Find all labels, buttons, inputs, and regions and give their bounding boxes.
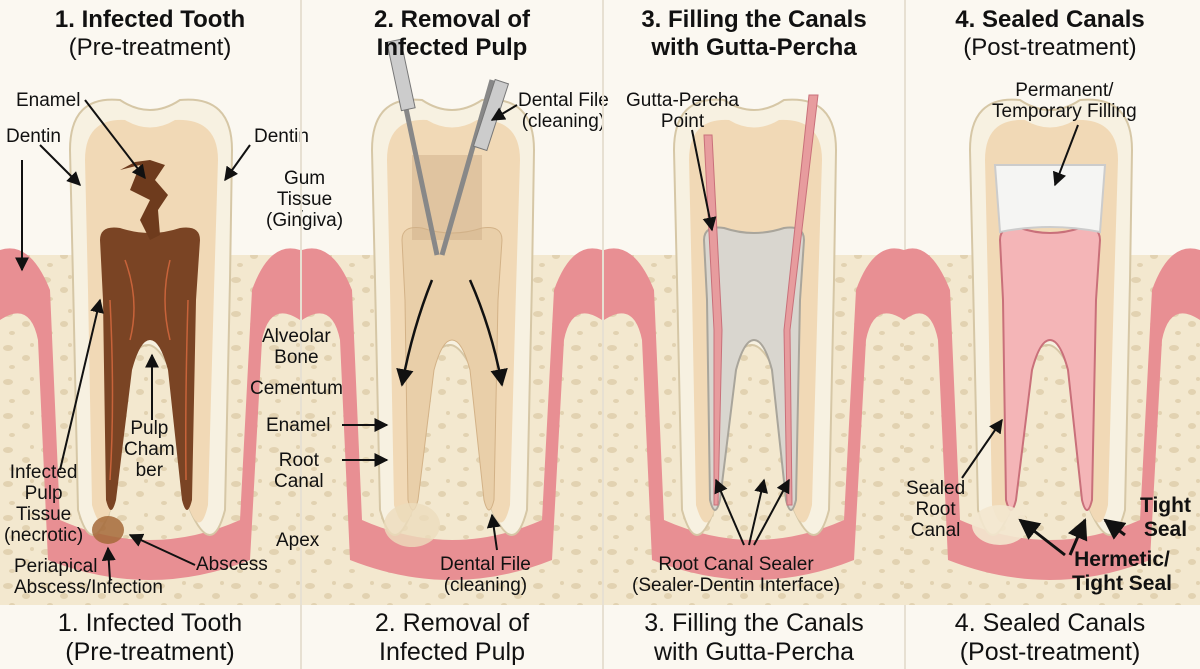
periapical-line-1: Periapical xyxy=(14,556,98,577)
label-root-canal-sealer: Root Canal Sealer (Sealer-Dentin Interfa… xyxy=(632,554,840,596)
label-gum-tissue: Gum Tissue (Gingiva) xyxy=(266,168,343,231)
dental-file-top-line-1: Dental File xyxy=(518,90,609,111)
panel-title: 4. Sealed Canals (Post-treatment) xyxy=(900,6,1200,62)
caption-line-1: 4. Sealed Canals xyxy=(954,609,1146,637)
panel-removal-of-pulp: 2. Removal of Infected Pulp Gum Tissue (… xyxy=(250,0,609,669)
panel-divider xyxy=(300,0,302,669)
gum-line-1: Gum xyxy=(283,168,326,189)
sealed-line-3: Canal xyxy=(910,520,961,541)
infected-pulp-line-2: Pulp xyxy=(24,483,63,504)
filling-line-1: Permanent/ xyxy=(1015,80,1114,101)
infected-pulp-line-3: Tissue xyxy=(15,504,72,525)
tight-seal-line-2: Seal xyxy=(1143,518,1188,541)
sealed-illustration xyxy=(904,98,1200,605)
title-line-2: with Gutta-Percha xyxy=(651,34,857,61)
title-line-1: 4. Sealed Canals xyxy=(955,6,1145,33)
label-root-canal: Root Canal xyxy=(274,450,324,492)
sealed-line-2: Root xyxy=(915,499,956,520)
panel-title: 3. Filling the Canals with Gutta-Percha xyxy=(604,6,904,62)
panel-divider xyxy=(602,0,604,669)
panel-filling-canals: 3. Filling the Canals with Gutta-Percha … xyxy=(604,0,904,669)
label-hermetic-seal: Hermetic/ Tight Seal xyxy=(1072,548,1172,596)
removal-illustration xyxy=(302,38,602,605)
label-infected-pulp-tissue: Infected Pulp Tissue (necrotic) xyxy=(4,462,83,546)
alveolar-line-2: Bone xyxy=(274,347,319,368)
panel-caption: 2. Removal of Infected Pulp xyxy=(302,609,602,667)
label-pulp-chamber: Pulp Cham ber xyxy=(124,418,175,481)
caption-line-1: 2. Removal of xyxy=(374,609,530,637)
gum-line-3: (Gingiva) xyxy=(266,210,344,231)
label-periapical-abscess: Periapical Abscess/Infection xyxy=(14,556,163,598)
panel-sealed-canals: 4. Sealed Canals (Post-treatment) Perman… xyxy=(900,0,1200,669)
infected-tooth-illustration xyxy=(0,98,300,605)
hermetic-line-1: Hermetic/ xyxy=(1074,548,1170,571)
label-enamel: Enamel xyxy=(266,415,331,436)
tight-seal-line-1: Tight xyxy=(1140,494,1191,517)
label-permanent-filling: Permanent/ Temporary Filling xyxy=(992,80,1137,122)
caption-line-1: 3. Filling the Canals xyxy=(644,609,864,637)
panel-caption: 3. Filling the Canals with Gutta-Percha xyxy=(604,609,904,667)
label-dentin-right: Dentin xyxy=(254,126,309,147)
filling-line-2: Temporary Filling xyxy=(992,101,1137,122)
gutta-line-2: Point xyxy=(660,111,705,132)
sealer-line-1: Root Canal Sealer xyxy=(658,554,814,575)
infected-pulp-line-4: (necrotic) xyxy=(4,525,84,546)
caption-line-1: 1. Infected Tooth xyxy=(57,609,243,637)
sealed-line-1: Sealed xyxy=(906,478,966,499)
title-line-1: 3. Filling the Canals xyxy=(641,6,867,33)
root-canal-line-2: Canal xyxy=(274,471,324,492)
caption-line-2: Infected Pulp xyxy=(379,638,525,666)
dental-file-bottom-line-1: Dental File xyxy=(440,554,531,575)
hermetic-line-2: Tight Seal xyxy=(1072,572,1172,595)
alveolar-line-1: Alveolar xyxy=(262,326,331,347)
pulp-chamber-line-1: Pulp xyxy=(130,418,169,439)
title-line-2: Infected Pulp xyxy=(376,34,528,61)
filling-illustration xyxy=(604,94,904,605)
label-sealed-root-canal: Sealed Root Canal xyxy=(906,478,965,541)
panel-caption: 1. Infected Tooth (Pre-treatment) xyxy=(0,609,300,667)
caption-line-2: (Pre-treatment) xyxy=(65,638,235,666)
dental-file-bottom-line-2: (cleaning) xyxy=(443,575,528,596)
caption-line-2: (Post-treatment) xyxy=(959,638,1141,666)
label-tight-seal: Tight Seal xyxy=(1140,494,1191,542)
title-line-1: 2. Removal of xyxy=(373,6,531,33)
title-line-2: (Post-treatment) xyxy=(963,34,1137,61)
label-apex: Apex xyxy=(276,530,320,551)
caption-line-2: with Gutta-Percha xyxy=(653,638,855,666)
label-gutta-percha-point: Gutta-Percha Point xyxy=(626,90,739,132)
label-dental-file-top: Dental File (cleaning) xyxy=(518,90,609,132)
panel-caption: 4. Sealed Canals (Post-treatment) xyxy=(900,609,1200,667)
label-enamel: Enamel xyxy=(16,90,81,111)
panel-infected-tooth: 1. Infected Tooth (Pre-treatment) Enamel… xyxy=(0,0,309,669)
infected-pulp-line-1: Infected xyxy=(9,462,78,483)
sealer-line-2: (Sealer-Dentin Interface) xyxy=(632,575,841,596)
title-line-1: 1. Infected Tooth xyxy=(54,6,246,33)
dental-file-top-line-2: (cleaning) xyxy=(521,111,606,132)
label-abscess: Abscess xyxy=(196,554,268,575)
label-alveolar-bone: Alveolar Bone xyxy=(262,326,331,368)
root-canal-line-1: Root xyxy=(278,450,319,471)
pulp-chamber-line-2: Cham xyxy=(124,439,175,460)
gutta-line-1: Gutta-Percha xyxy=(626,90,739,111)
title-line-2: (Pre-treatment) xyxy=(68,34,232,61)
panel-title: 1. Infected Tooth (Pre-treatment) xyxy=(0,6,300,62)
panel-title: 2. Removal of Infected Pulp xyxy=(302,6,602,62)
gum-line-2: Tissue xyxy=(276,189,333,210)
periapical-line-2: Abscess/Infection xyxy=(14,577,163,598)
label-cementum: Cementum xyxy=(250,378,343,399)
pulp-chamber-line-3: ber xyxy=(135,460,164,481)
label-dental-file-bottom: Dental File (cleaning) xyxy=(440,554,531,596)
label-dentin-left: Dentin xyxy=(6,126,61,147)
